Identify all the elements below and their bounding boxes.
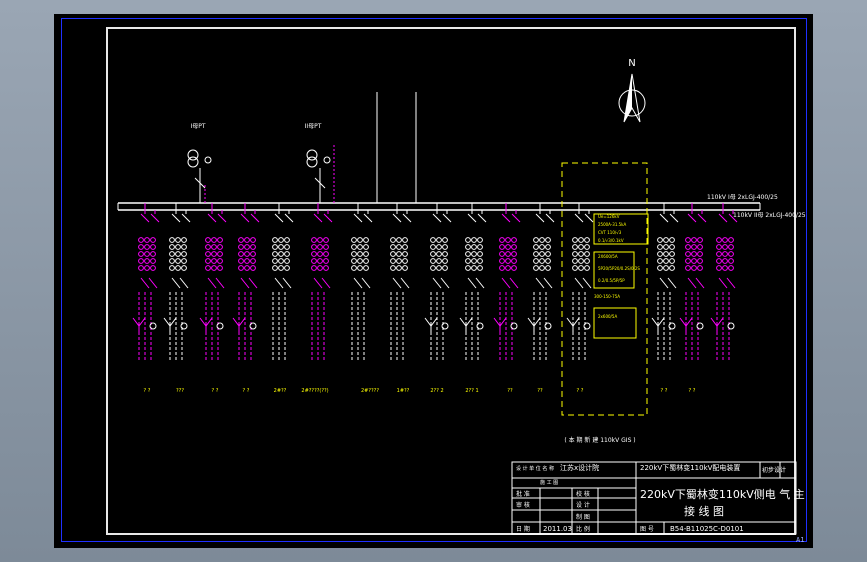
title-block: 设 计 单 位 名 称 江苏x设计院 施 工 图 220kV下蜀林变110kV配…: [511, 461, 805, 535]
feeder-bay: ? ?: [679, 203, 707, 394]
bay-label: ? ?: [689, 388, 696, 394]
feeder-bay: ? ?: [566, 203, 594, 394]
svg-text:图 号: 图 号: [640, 526, 654, 533]
feeder-bay: ???: [163, 203, 191, 394]
bay-label: ???: [176, 388, 184, 394]
bay-label: ? ?: [212, 388, 219, 394]
bay-label: ? ?: [577, 388, 584, 394]
feeder-bay: 2?? 2: [424, 203, 452, 394]
feeder-bays: ? ???? ? ? ? ? 2#?? 2#????(??) 2#???? 1#?? 2?? …: [132, 203, 738, 394]
svg-text:日 期: 日 期: [516, 525, 530, 533]
svg-text:2500A-31.5kA: 2500A-31.5kA: [598, 222, 626, 227]
bay-label: ? ?: [661, 388, 668, 394]
svg-text:2x600/5A: 2x600/5A: [598, 314, 617, 319]
svg-text:施 工 图: 施 工 图: [540, 479, 558, 486]
svg-text:比 例: 比 例: [576, 525, 590, 533]
drawing-sheet: [54, 14, 813, 548]
svg-text:CVT 110/√3: CVT 110/√3: [598, 230, 622, 235]
feeder-bay: ??: [493, 203, 521, 394]
svg-text:220kV下蜀林变110kV侧电 气 主: 220kV下蜀林变110kV侧电 气 主: [640, 487, 805, 501]
svg-text:5P20/5P20/0.2S/0.2S: 5P20/5P20/0.2S/0.2S: [598, 266, 640, 271]
sheet-outer-border: [61, 18, 807, 542]
bay-label: 2?? 1: [465, 388, 478, 394]
bay-label: 2#????(??): [301, 388, 328, 394]
pt-bay-2: II母PT: [305, 123, 335, 203]
feeder-bay: 2#????: [351, 203, 379, 394]
svg-text:0.2/0.5/5P/5P: 0.2/0.5/5P/5P: [598, 278, 625, 283]
sheet-inner-border: [106, 27, 796, 535]
north-label: N: [628, 58, 635, 69]
feeder-bay: 1#??: [390, 203, 412, 394]
svg-text:300-150-75A: 300-150-75A: [594, 294, 620, 299]
svg-text:江苏x设计院: 江苏x设计院: [560, 463, 599, 472]
bay-label: 2#??: [274, 388, 287, 394]
svg-text:0.1/√3/0.1kV: 0.1/√3/0.1kV: [598, 238, 624, 243]
sheet-corner-mark: A1: [796, 536, 805, 544]
feeder-bay: ? ?: [232, 203, 260, 394]
bus1-label: 110kV I母 2xLGJ-400/25: [707, 194, 778, 201]
bay-label: 2?? 2: [430, 388, 443, 394]
svg-text:制 图: 制 图: [576, 513, 590, 521]
feeder-bay: 2#??: [272, 203, 294, 394]
svg-text:Ue=126kV: Ue=126kV: [598, 214, 620, 219]
feeder-bay: 2#????(??): [301, 203, 333, 394]
bay-label: 2#????: [361, 388, 379, 394]
north-arrow: N: [618, 58, 646, 123]
feeder-bay: ? ?: [651, 203, 679, 394]
svg-text:批 准: 批 准: [516, 490, 530, 498]
svg-text:2011.03: 2011.03: [543, 525, 572, 533]
feeder-bay: [710, 203, 738, 362]
svg-text:初步设计: 初步设计: [762, 466, 786, 474]
busbars: 110kV I母 2xLGJ-400/25 110kV II母 2xLGJ-40…: [117, 194, 806, 219]
bay-label: ? ?: [144, 388, 151, 394]
bay-label: ??: [537, 388, 543, 394]
feeder-bay: ??: [527, 203, 555, 394]
svg-text:B54-B11025C-D0101: B54-B11025C-D0101: [670, 525, 744, 533]
bus2-label: 110kV II母 2xLGJ-400/25: [733, 212, 806, 219]
svg-text:2X600/5A: 2X600/5A: [598, 254, 618, 259]
svg-text:校 核: 校 核: [576, 490, 590, 498]
svg-text:设 计: 设 计: [576, 501, 590, 509]
bay-label: ? ?: [243, 388, 250, 394]
gis-enclosure: [561, 162, 648, 416]
pt-bay-1: I母PT: [187, 123, 212, 203]
feeder-bay: ? ?: [132, 203, 160, 394]
feeder-bay: ? ?: [199, 203, 227, 394]
bay-label: 1#??: [397, 388, 410, 394]
svg-text:审 核: 审 核: [516, 501, 530, 509]
svg-text:220kV下蜀林变110kV配电装置: 220kV下蜀林变110kV配电装置: [640, 463, 740, 472]
equipment-notes: Ue=126kV 2500A-31.5kA CVT 110/√3 0.1/√3/…: [593, 213, 649, 339]
svg-text:接 线 图: 接 线 图: [684, 504, 724, 518]
svg-text:设 计 单 位 名 称: 设 计 单 位 名 称: [516, 465, 554, 472]
bay-label: ??: [507, 388, 513, 394]
gis-label: ( 本 期 新 建 110kV GIS ): [564, 436, 635, 444]
feeder-bay: 2?? 1: [459, 203, 487, 394]
svg-text:I母PT: I母PT: [190, 123, 205, 130]
svg-text:II母PT: II母PT: [305, 123, 322, 130]
